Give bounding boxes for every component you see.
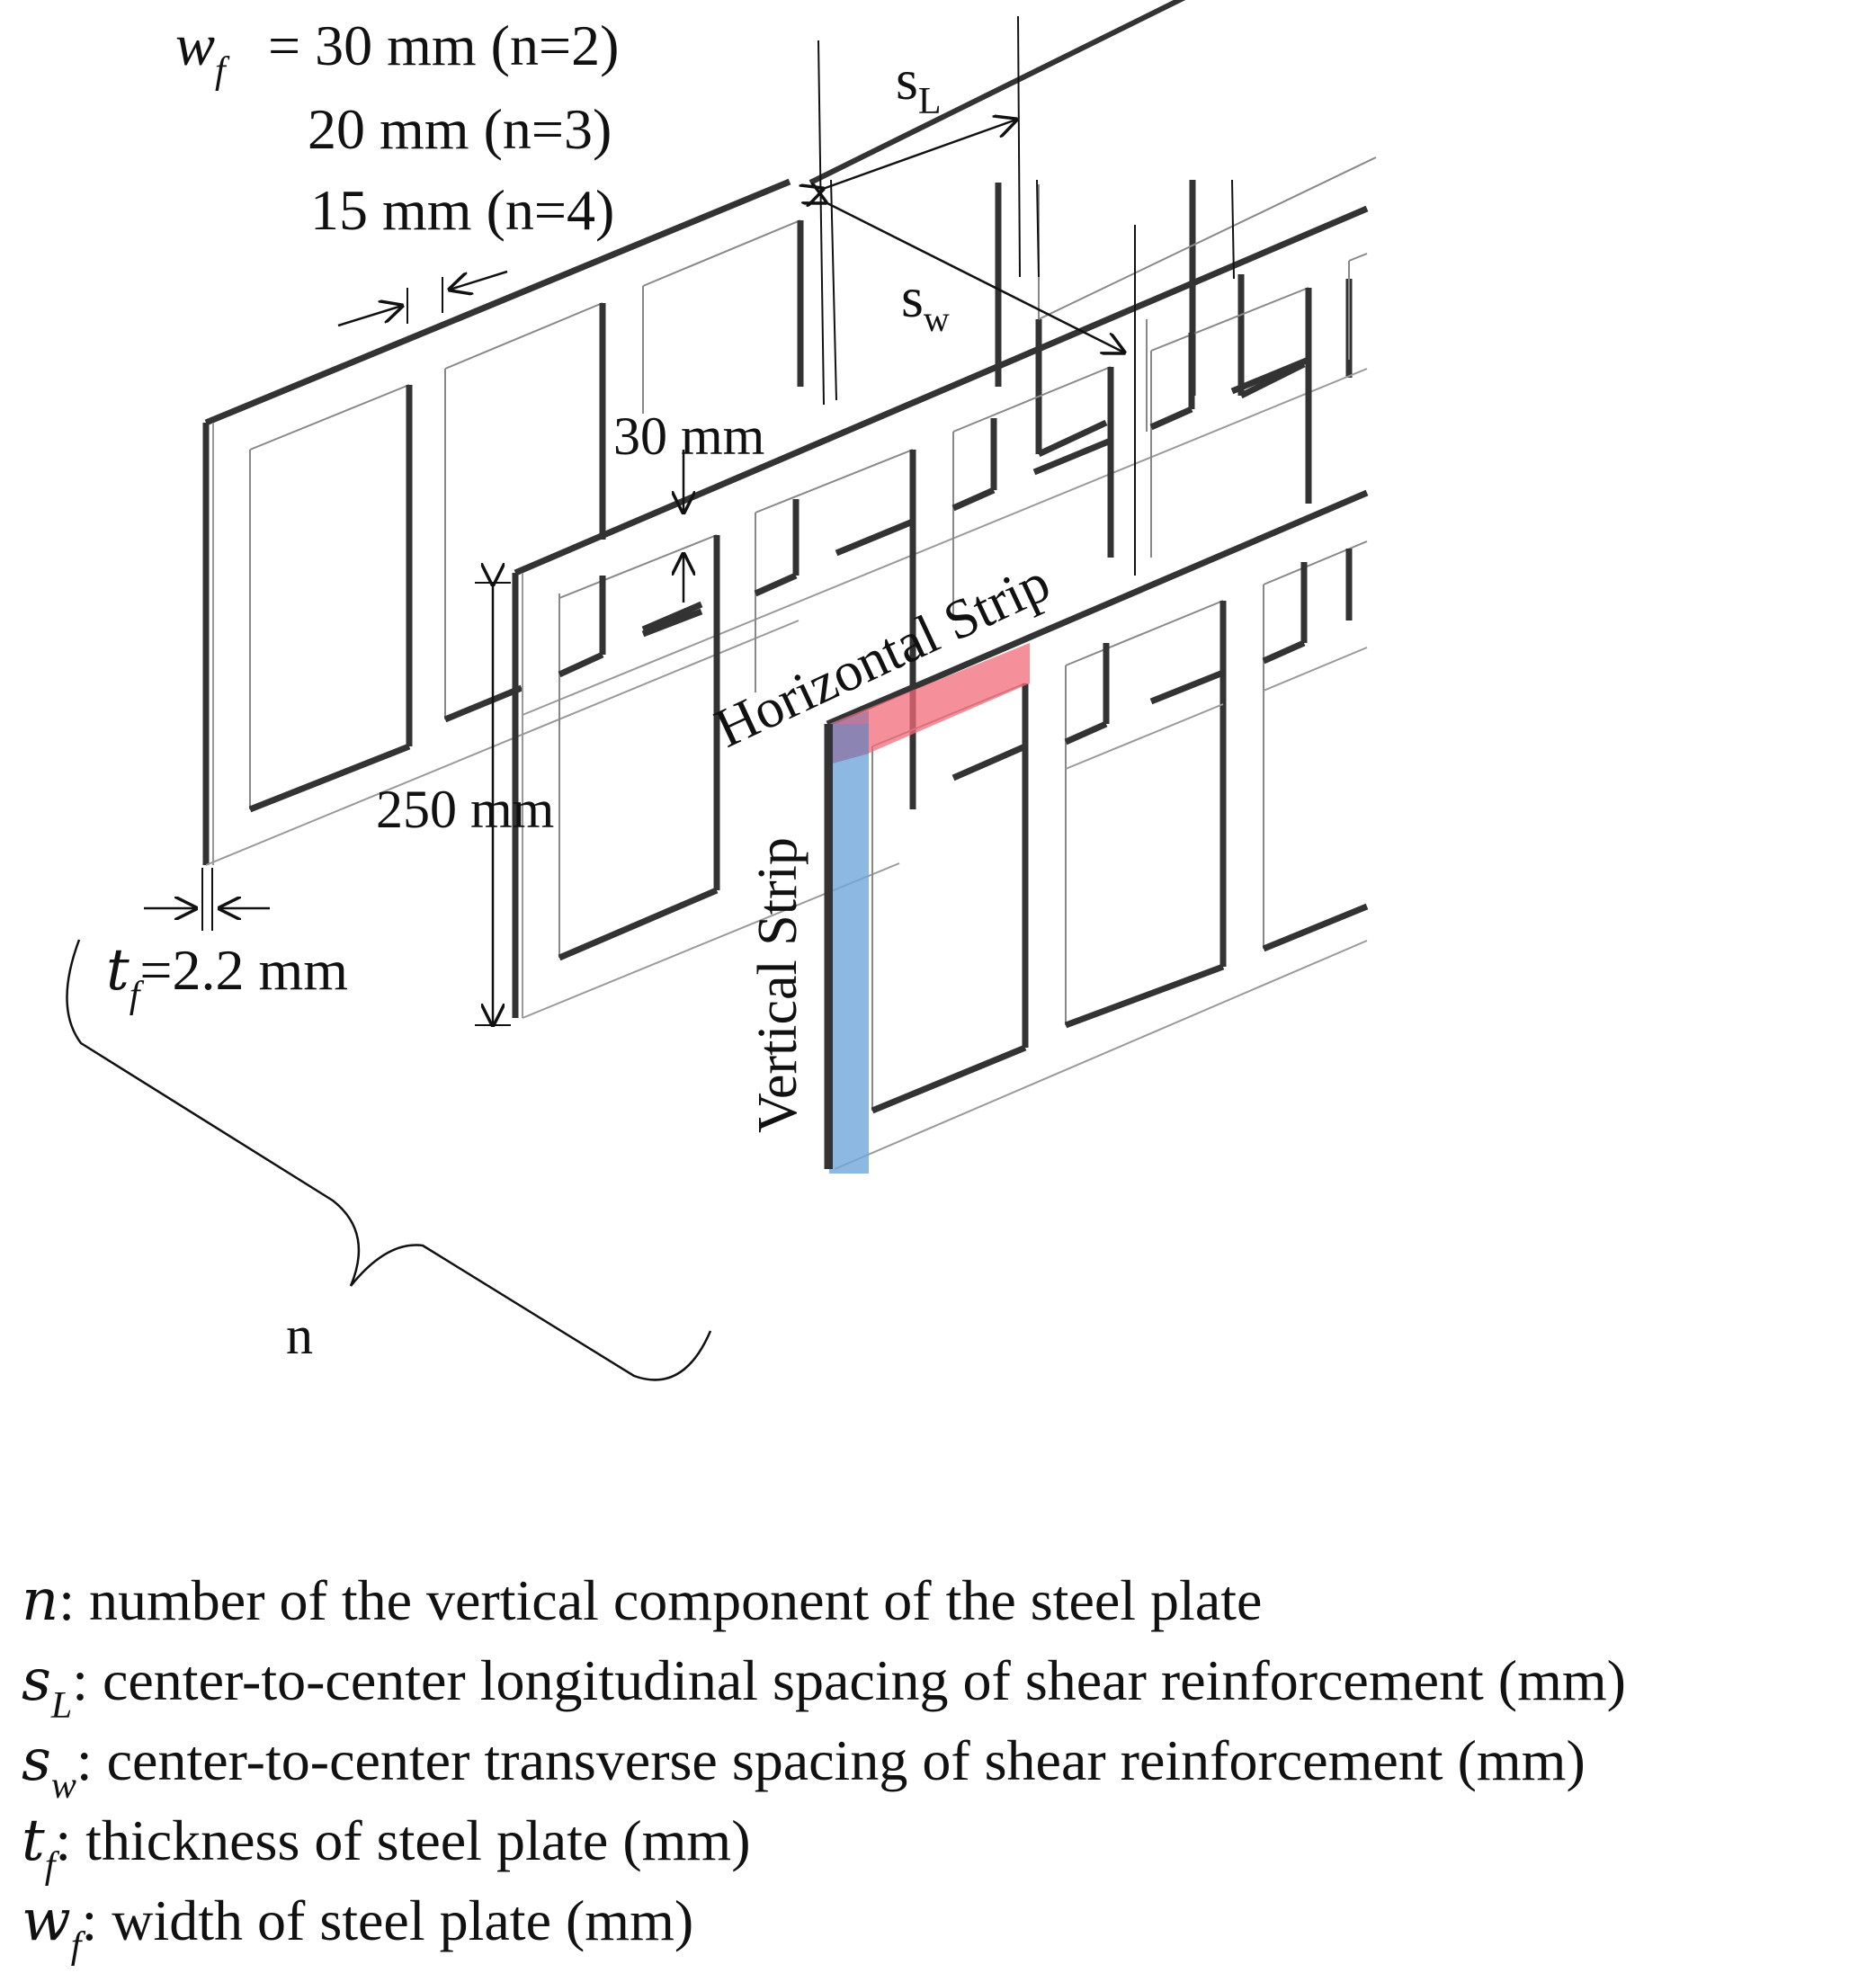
legend-text: : center-to-center transverse spacing of… — [76, 1728, 1586, 1792]
legend-symbol: w — [22, 1888, 71, 1954]
legend-item-sw: sw: center-to-center transverse spacing … — [22, 1720, 1865, 1807]
tf-label: tf=2.2 mm — [106, 937, 348, 1016]
sl-label: sL — [896, 48, 942, 122]
legend-symbol: n — [22, 1567, 59, 1634]
legend-subscript: f — [70, 1925, 82, 1967]
steel-plate-diagram: wf = 30 mm (n=2) 20 mm (n=3) 15 mm (n=4)… — [66, 0, 1377, 1381]
legend-item-wf: wf: width of steel plate (mm) — [22, 1880, 1865, 1967]
panel-height-label: 250 mm — [376, 780, 554, 839]
legend-item-n: n: number of the vertical component of t… — [22, 1560, 1865, 1640]
wf-line3-label: 15 mm (n=4) — [310, 178, 614, 242]
vertical-strip-highlight — [829, 724, 869, 1174]
sw-dimension-arrow — [826, 202, 1124, 353]
third-steel-plate — [824, 489, 1369, 1170]
sl-dimension-arrow — [823, 120, 1016, 189]
first-steel-plate — [202, 178, 804, 866]
wf-symbol-label: wf — [175, 13, 230, 92]
wf-line1-label: = 30 mm (n=2) — [268, 13, 619, 77]
second-steel-plate — [512, 205, 1369, 1019]
legend-item-sl: sL: center-to-center longitudinal spacin… — [22, 1640, 1865, 1727]
legend-subscript: w — [50, 1765, 76, 1807]
dimension-lines — [66, 15, 1235, 1381]
legend-item-tf: tf: thickness of steel plate (mm) — [22, 1800, 1865, 1887]
legend-symbol: s — [22, 1647, 51, 1714]
legend-symbol: s — [22, 1728, 51, 1794]
legend-text: : number of the vertical component of th… — [58, 1568, 1263, 1632]
symbol-legend: n: number of the vertical component of t… — [22, 1560, 1865, 1967]
vertical-strip-label: Vertical Strip — [747, 837, 808, 1133]
legend-text: : center-to-center longitudinal spacing … — [72, 1648, 1626, 1712]
legend-symbol: t — [22, 1808, 45, 1874]
n-brace — [66, 939, 712, 1381]
legend-text: : thickness of steel plate (mm) — [55, 1808, 751, 1872]
legend-subscript: f — [44, 1845, 56, 1887]
n-label: n — [286, 1306, 313, 1365]
strip-height-label: 30 mm — [613, 406, 764, 466]
wf-line2-label: 20 mm (n=3) — [308, 97, 612, 161]
legend-text: : width of steel plate (mm) — [81, 1888, 694, 1952]
horizontal-strip-highlight — [829, 643, 1030, 764]
sw-label: sw — [901, 265, 950, 339]
legend-subscript: L — [50, 1685, 73, 1727]
